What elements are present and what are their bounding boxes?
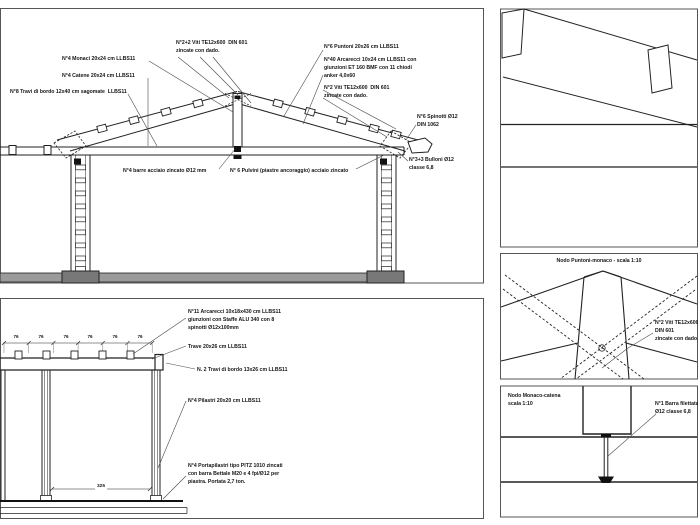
front-elevation-panel: [0, 298, 484, 519]
dim-76-4: 76: [87, 334, 93, 339]
screw-axes: [502, 274, 698, 380]
rafter-top-edge: [523, 8, 698, 61]
purlin-marks: [96, 98, 402, 140]
label-portapilastri: N°4 Portapilastri tipo PITZ 1010 zincati…: [188, 463, 283, 486]
column-mid: [41, 370, 51, 501]
leader-viti: [601, 332, 654, 369]
panel-frame: [500, 8, 698, 248]
bar-nut: [598, 476, 614, 483]
label-arcarecci-truss: N°40 Arcarecci 10x24 cm LLBS11 con giunz…: [324, 57, 417, 80]
dim-76-1: 76: [13, 334, 19, 339]
label-monaci: N°4 Monaci 20x24 cm LLBS11: [62, 56, 136, 62]
rafter-right: [237, 91, 419, 152]
eave-joint-right: [379, 130, 413, 159]
apex-node-title: Nodo Puntoni-monaco - scala 1:10: [556, 258, 642, 264]
ground-slab: [0, 270, 405, 284]
tie-beam: [0, 145, 405, 156]
purlin-section: [647, 44, 673, 94]
footing-right: [366, 270, 405, 284]
apex-node-panel: [500, 253, 698, 380]
label-travi-bordo: N°8 Travi di bordo 12x40 cm sagomate LLB…: [10, 89, 127, 95]
panel-frame: [0, 8, 484, 284]
label-barre: N°4 barre acciaio zincato Ø12 mm: [123, 168, 207, 174]
column-edge-left: [0, 370, 6, 501]
panel-frame: [500, 385, 698, 518]
eave-detail-panel: [500, 8, 698, 248]
leader-lines-truss: [127, 49, 417, 170]
label-viti-apex-node: N°2 Viti TE12x600 DIN 601 zincate con da…: [655, 320, 698, 343]
roof-top-left: [500, 270, 604, 308]
bolt-symbol: [598, 344, 606, 352]
kingpost-node-title: Nodo Monaco-catena scala 1:10: [508, 393, 561, 408]
rafter-bottom-edge: [502, 76, 698, 128]
anchor-plates: [74, 158, 387, 165]
edge-beam-section: [154, 353, 164, 371]
column-right-elev: [151, 370, 161, 501]
footing-left: [61, 270, 100, 284]
king-post: [224, 93, 252, 159]
rafter-bottom-left: [500, 342, 579, 362]
column-right: [376, 155, 397, 273]
label-arcarecci-elev: N°11 Arcarecci 10x18x430 cm LLBS11 giunz…: [188, 309, 282, 332]
dim-span-325: 325: [95, 484, 108, 490]
dim-76-6: 76: [137, 334, 143, 339]
elevation-columns: [0, 370, 162, 502]
label-barra: N°1 Barra filettata Ø12 classe 6,8: [655, 401, 698, 416]
kingpost-node-panel: [500, 385, 698, 518]
dim-76-2: 76: [38, 334, 44, 339]
label-puntoni: N°6 Puntoni 20x26 cm LLBS11: [324, 44, 399, 50]
gutter-bracket: [407, 137, 433, 154]
label-catene: N°4 Catene 20x24 cm LLBS11: [62, 73, 135, 79]
label-pulvini: N° 6 Pulvini (piastre ancoraggio) acciai…: [230, 168, 349, 174]
panel-frame: [500, 253, 698, 380]
dim-76-5: 76: [112, 334, 118, 339]
purlin-sections: [14, 350, 135, 360]
truss-section-panel: [0, 8, 484, 284]
column-left: [70, 155, 91, 273]
label-viti-eave: N°2 Viti TE12x600 DIN 601 zincate con da…: [324, 85, 390, 100]
eave-joint-left: [53, 130, 87, 159]
rafter-bottom-right: [625, 342, 698, 363]
king-post-side-left: [574, 276, 585, 380]
leader-barra: [607, 413, 657, 457]
label-pilastri: N°4 Pilastri 20x20 cm LLBS11: [188, 398, 261, 404]
rafter-left: [56, 91, 238, 152]
label-trave: Trave 20x26 cm LLBS11: [188, 344, 247, 350]
king-post-section: [582, 386, 632, 435]
label-spinotti: N°6 Spinotti Ø12 DIN 1062: [417, 114, 458, 129]
threaded-bar: [598, 434, 614, 483]
dim-76-3: 76: [63, 334, 69, 339]
edge-beam-end: [501, 8, 525, 59]
king-post-side-right: [620, 276, 630, 380]
top-beam: [0, 350, 164, 371]
leader-lines-elevation: [132, 317, 196, 500]
elevation-ground: [0, 500, 188, 514]
label-bulloni: N°3+3 Bulloni Ø12 classe 6,8: [409, 157, 454, 172]
label-viti-apex: N°2+2 Viti TE12x600 DIN 601 zincate con …: [176, 40, 248, 55]
label-travi-bordo-elev: N. 2 Travi di bordo 13x26 cm LLBS11: [197, 367, 288, 373]
